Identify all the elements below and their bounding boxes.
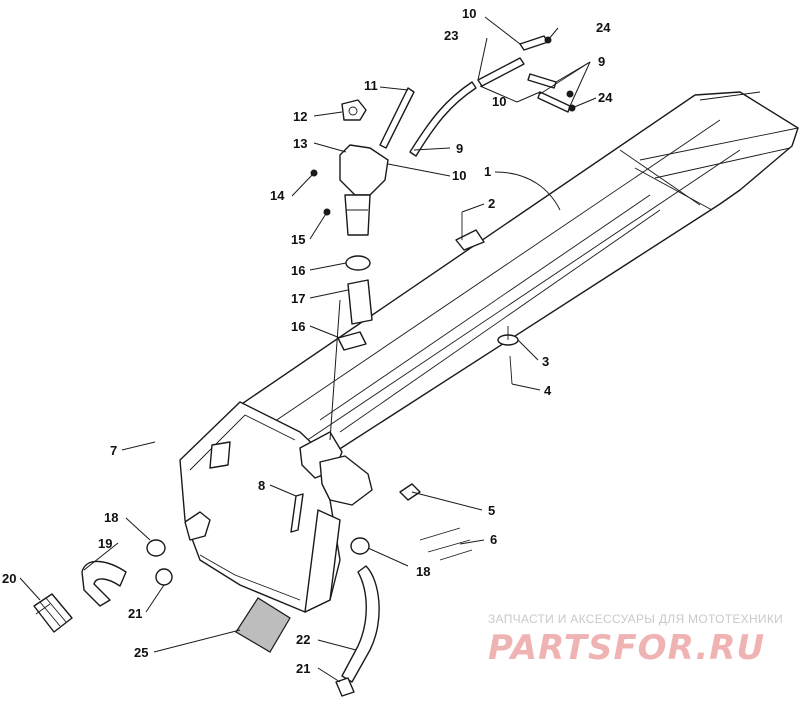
leader-lines [19,16,597,683]
callout-1: 1 [484,164,491,179]
callout-23: 23 [444,28,458,43]
hose-set [33,81,477,697]
callout-24-mid: 24 [598,90,613,105]
hardware [399,212,519,561]
callout-13: 13 [293,136,307,151]
filler-neck-assembly [310,99,389,236]
callout-17: 17 [291,291,305,306]
callout-14: 14 [270,188,285,203]
watermark-logo: PARTSFOR.RU [488,628,766,668]
callout-labels: 10 23 24 9 10 24 11 12 13 9 10 14 1 2 15… [2,6,613,676]
bellows-hose [33,593,73,633]
front-heat-exchanger [179,401,341,613]
bleed-line-set [477,35,576,113]
callout-2: 2 [488,196,495,211]
callout-11: 11 [364,78,378,93]
callout-6: 6 [490,532,497,547]
callout-3: 3 [542,354,549,369]
callout-10-lower: 10 [452,168,466,183]
callout-21-lower: 21 [296,661,310,676]
outlet-assembly [290,431,373,613]
callout-9-top: 9 [598,54,605,69]
callout-16-upper: 16 [291,263,305,278]
heat-exchanger-rail [229,91,799,453]
callout-21-left: 21 [128,606,142,621]
callout-8: 8 [258,478,265,493]
callout-5: 5 [488,503,495,518]
callout-18-lower: 18 [416,564,430,579]
watermark-tagline: ЗАПЧАСТИ И АКСЕССУАРЫ ДЛЯ МОТОТЕХНИКИ [488,612,784,626]
callout-10-top: 10 [462,6,476,21]
callout-16-lower: 16 [291,319,305,334]
callout-19: 19 [98,536,112,551]
callout-12: 12 [293,109,307,124]
callout-18-left: 18 [104,510,118,525]
callout-24-top: 24 [596,20,611,35]
callout-9-mid: 9 [456,141,463,156]
callout-25: 25 [134,645,148,660]
callout-7: 7 [110,443,117,458]
callout-4: 4 [544,383,552,398]
callout-20: 20 [2,571,16,586]
callout-22: 22 [296,632,310,647]
callout-10-mid: 10 [492,94,506,109]
callout-15: 15 [291,232,305,247]
